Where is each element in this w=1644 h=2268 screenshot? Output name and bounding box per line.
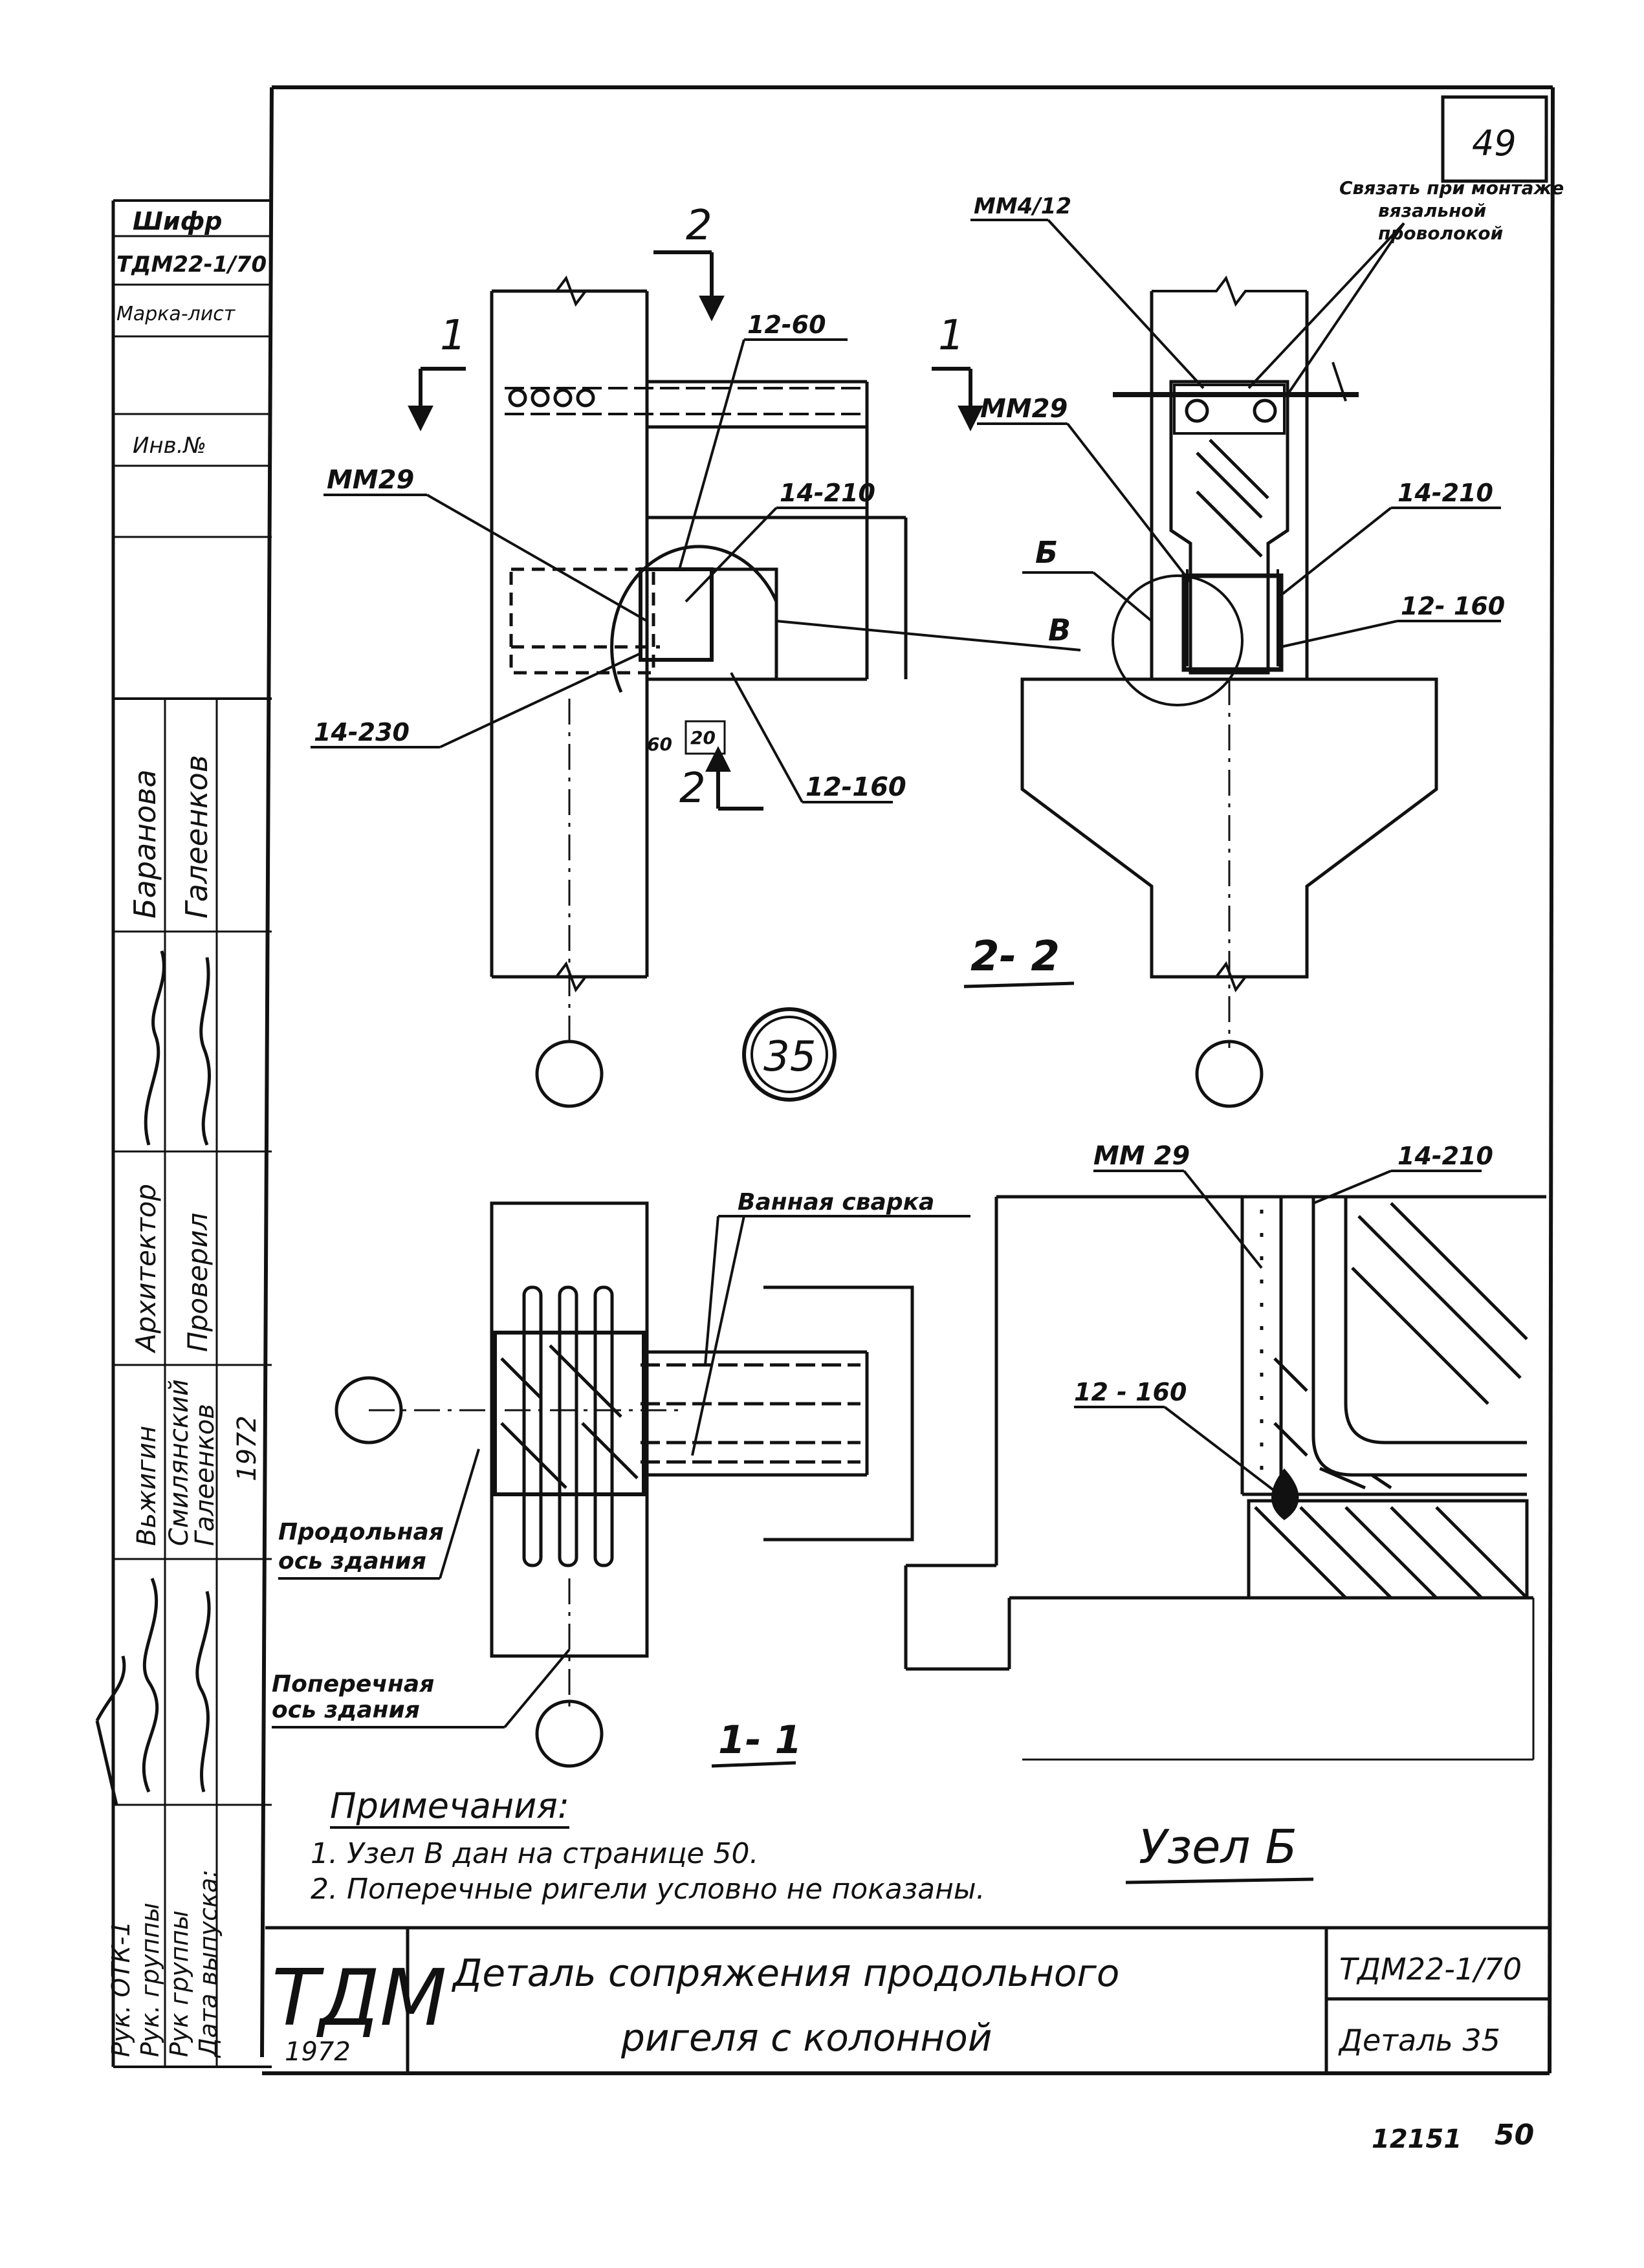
person-galeenkov: Галеенков: [179, 755, 214, 919]
signatures: [95, 950, 211, 1805]
detail-number-marker: [742, 1007, 837, 1102]
leaders-node-b: [1074, 1170, 1482, 1502]
side-table-frame: [111, 199, 272, 2068]
section-markers-elevation: [408, 250, 983, 811]
sheet-number: 49: [1472, 123, 1517, 164]
label-dim-20: 20: [690, 727, 716, 748]
label-14-210-node: 14-210: [1397, 1142, 1493, 1170]
note-line-2: вязальной: [1378, 200, 1486, 221]
label-welding: Ванная сварка: [738, 1189, 934, 1216]
signature-2: [199, 957, 211, 1146]
label-node-b-section: Б: [1035, 535, 1058, 570]
leaders-plan: [272, 1215, 970, 1728]
role-checked: Проверил: [182, 1213, 214, 1352]
label-cross-axis-2: ось здания: [272, 1697, 420, 1723]
leaders-elevation: [311, 338, 1081, 803]
signature-3: [142, 1578, 159, 1793]
signature-4: [195, 1591, 211, 1793]
note-line-1: Связать при монтаже: [1339, 177, 1564, 199]
label-mm29-section: ММ29: [980, 394, 1068, 424]
node-b-title: Узел Б: [1139, 1820, 1297, 1874]
role-otk: Рук. ОТК-1: [107, 1921, 135, 2057]
view-section-2-2: [1020, 275, 1438, 1108]
shifr-label: Шифр: [133, 207, 222, 235]
date-1972: 1972: [232, 1415, 262, 1481]
role-group-2: Рук группы: [165, 1910, 193, 2057]
footer-right-number: 50: [1495, 2119, 1534, 2152]
footer-left-number: 12151: [1372, 2124, 1462, 2154]
node-b-detail: [904, 1195, 1546, 1761]
label-node-v: В: [1048, 613, 1071, 648]
shifr-value: ТДМ22-1/70: [116, 252, 267, 278]
person-baranova: Баранова: [127, 769, 162, 919]
view-plan-1-1: [334, 1201, 914, 1768]
detail-number: 35: [763, 1033, 816, 1081]
section-2-top-label: 2: [686, 202, 712, 250]
label-mm29-node: ММ 29: [1093, 1141, 1190, 1171]
title-block-year: 1972: [285, 2037, 351, 2067]
note-item-2: 2. Поперечные ригели условно не показаны…: [311, 1873, 985, 1906]
marka-list-label: Марка-лист: [116, 303, 236, 325]
role-group-1: Рук. группы: [136, 1903, 164, 2057]
label-long-axis-1: Продольная: [278, 1519, 444, 1545]
label-cross-axis-1: Поперечная: [272, 1671, 434, 1697]
title-line-2: ригеля с колонной: [620, 2016, 992, 2060]
notes-heading: Примечания:: [330, 1785, 569, 1826]
weld-bead: [1271, 1468, 1299, 1520]
person-smilyansky: Смилянский: [164, 1379, 194, 1546]
signature-5: [95, 1655, 126, 1805]
title-block-detail: Деталь 35: [1338, 2023, 1500, 2058]
role-date-issue: Дата выпуска:: [194, 1870, 223, 2058]
title-block-code: ТДМ22-1/70: [1339, 1952, 1522, 1987]
view-elevation: [490, 275, 908, 1108]
dim-20-box: [685, 720, 726, 755]
label-14-210-section: 14-210: [1397, 479, 1493, 507]
note-line-3: проволокой: [1378, 223, 1503, 244]
section-1-left-label: 1: [440, 312, 466, 360]
label-14-210-elevation: 14-210: [780, 479, 875, 507]
label-12-160-node: 12 - 160: [1074, 1378, 1187, 1406]
role-architect: Архитектор: [130, 1184, 162, 1354]
side-table-vertical-texts: Баранова Галеенков Архитектор Проверил В…: [107, 755, 262, 2058]
title-line-1: Деталь сопряжения продольного: [451, 1951, 1119, 1995]
label-14-230: 14-230: [314, 718, 410, 747]
sheet-frame: [260, 85, 1555, 2075]
inv-no-label: Инв.№: [133, 433, 206, 459]
note-item-1: 1. Узел В дан на странице 50.: [311, 1837, 758, 1870]
title-block-logo: ТДМ: [272, 1954, 447, 2044]
section-2-bottom-label: 2: [679, 765, 706, 812]
label-12-160-elevation: 12-160: [806, 772, 906, 802]
view-1-1-title-underline: [711, 1761, 796, 1768]
node-b-title-underline: [1125, 1877, 1314, 1884]
view-2-2-title: 2- 2: [970, 933, 1060, 981]
title-block-frame: [265, 1926, 1550, 2073]
label-12-60: 12-60: [747, 311, 826, 339]
label-mm29-elevation: ММ29: [327, 465, 414, 495]
view-1-1-title: 1- 1: [718, 1717, 802, 1763]
label-long-axis-2: ось здания: [278, 1548, 426, 1575]
section-1-right-label: 1: [938, 312, 965, 360]
label-mm4-12: ММ4/12: [974, 193, 1071, 219]
label-dim-60: 60: [647, 734, 672, 755]
person-galeenkov-2: Галеенков: [190, 1404, 220, 1546]
signature-1: [144, 950, 166, 1146]
person-vyzhigin: Вьжигин: [132, 1426, 162, 1546]
label-12-160-section: 12- 160: [1401, 592, 1505, 620]
leaders-section-2-2: [970, 219, 1501, 648]
view-2-2-title-underline: [963, 981, 1075, 988]
